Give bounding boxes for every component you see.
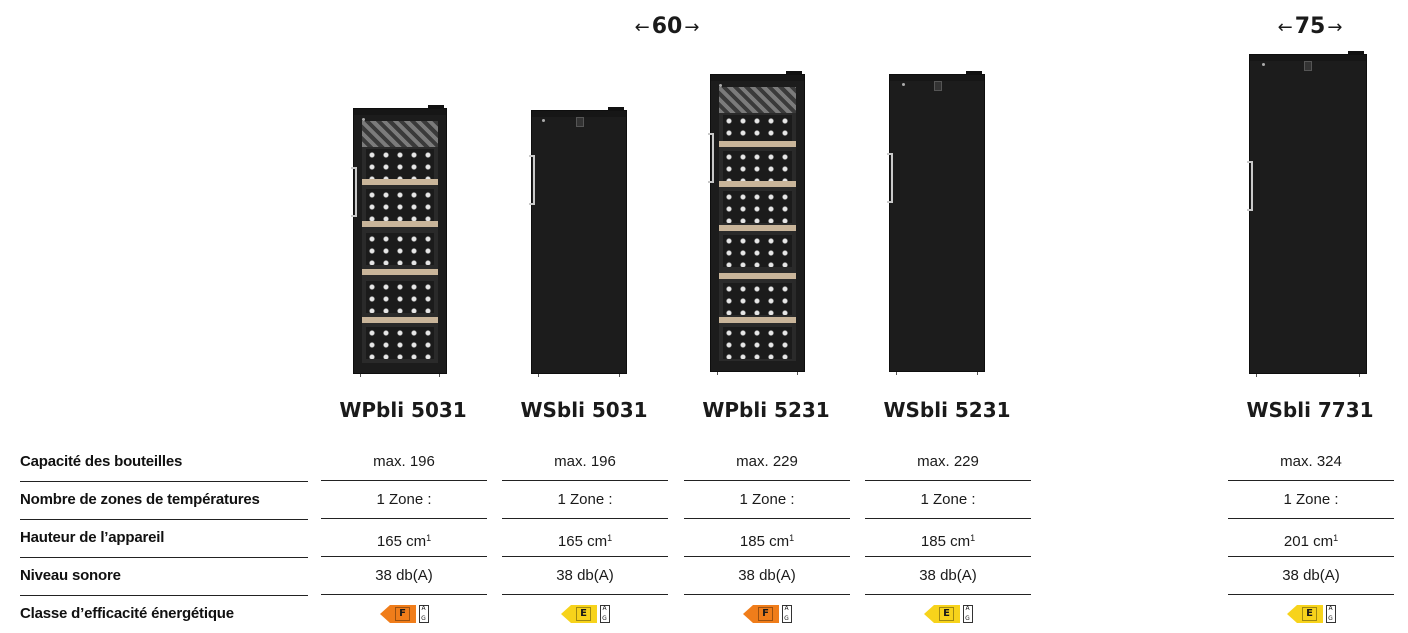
footnote-marker: 1 [426, 533, 432, 543]
cell-height: 165 cm1 [502, 519, 668, 557]
cell-height: 185 cm1 [684, 519, 850, 557]
cell-zones: 1 Zone : [321, 481, 487, 519]
product-image-wsbli-5031[interactable] [529, 107, 627, 377]
energy-class: E [576, 607, 591, 622]
energy-class: F [758, 607, 773, 622]
cell-height: 201 cm1 [1228, 519, 1394, 557]
footnote-marker: 1 [970, 533, 976, 543]
row-label-height: Hauteur de l’appareil [20, 519, 308, 558]
cell-noise: 38 db(A) [684, 557, 850, 595]
cell-height: 165 cm1 [321, 519, 487, 557]
height-value: 185 cm [920, 533, 971, 550]
product-image-wpbli-5231[interactable] [708, 71, 805, 375]
left-arrow-icon: ← [634, 17, 650, 38]
row-label-zones: Nombre de zones de températures [20, 481, 308, 520]
product-image-wpbli-5031[interactable] [351, 105, 447, 377]
cell-capacity: max. 229 [865, 443, 1031, 481]
cell-noise: 38 db(A) [502, 557, 668, 595]
width-marker-75: ←75→ [1276, 14, 1345, 39]
model-name[interactable]: WPbli 5031 [339, 398, 467, 422]
model-name[interactable]: WSbli 5231 [883, 398, 1011, 422]
cell-noise: 38 db(A) [1228, 557, 1394, 595]
cell-noise: 38 db(A) [321, 557, 487, 595]
right-arrow-icon: → [1327, 17, 1343, 38]
row-label-noise: Niveau sonore [20, 557, 308, 596]
energy-class: E [939, 607, 954, 622]
height-value: 201 cm [1283, 533, 1334, 550]
cell-zones: 1 Zone : [684, 481, 850, 519]
footnote-marker: 1 [1333, 533, 1339, 543]
height-value: 185 cm [739, 533, 790, 550]
width-marker-60: ←60→ [633, 14, 702, 39]
cell-zones: 1 Zone : [865, 481, 1031, 519]
cell-capacity: max. 196 [502, 443, 668, 481]
energy-class: E [1302, 607, 1317, 622]
cell-noise: 38 db(A) [865, 557, 1031, 595]
height-value: 165 cm [557, 533, 608, 550]
cell-height: 185 cm1 [865, 519, 1031, 557]
row-label-energy: Classe d’efficacité énergétique [20, 605, 234, 622]
left-arrow-icon: ← [1277, 17, 1293, 38]
energy-class: F [395, 607, 410, 622]
height-value: 165 cm [376, 533, 427, 550]
model-name[interactable]: WSbli 5031 [520, 398, 648, 422]
model-name[interactable]: WSbli 7731 [1246, 398, 1374, 422]
product-image-wsbli-7731[interactable] [1247, 51, 1367, 377]
footnote-marker: 1 [607, 533, 613, 543]
cell-zones: 1 Zone : [1228, 481, 1394, 519]
width-label: 60 [651, 14, 683, 39]
product-image-wsbli-5231[interactable] [887, 71, 985, 375]
row-label-capacity: Capacité des bouteilles [20, 443, 308, 482]
cell-capacity: max. 229 [684, 443, 850, 481]
right-arrow-icon: → [684, 17, 700, 38]
width-label: 75 [1294, 14, 1326, 39]
cell-capacity: max. 324 [1228, 443, 1394, 481]
cell-capacity: max. 196 [321, 443, 487, 481]
footnote-marker: 1 [789, 533, 795, 543]
cell-zones: 1 Zone : [502, 481, 668, 519]
model-name[interactable]: WPbli 5231 [702, 398, 830, 422]
